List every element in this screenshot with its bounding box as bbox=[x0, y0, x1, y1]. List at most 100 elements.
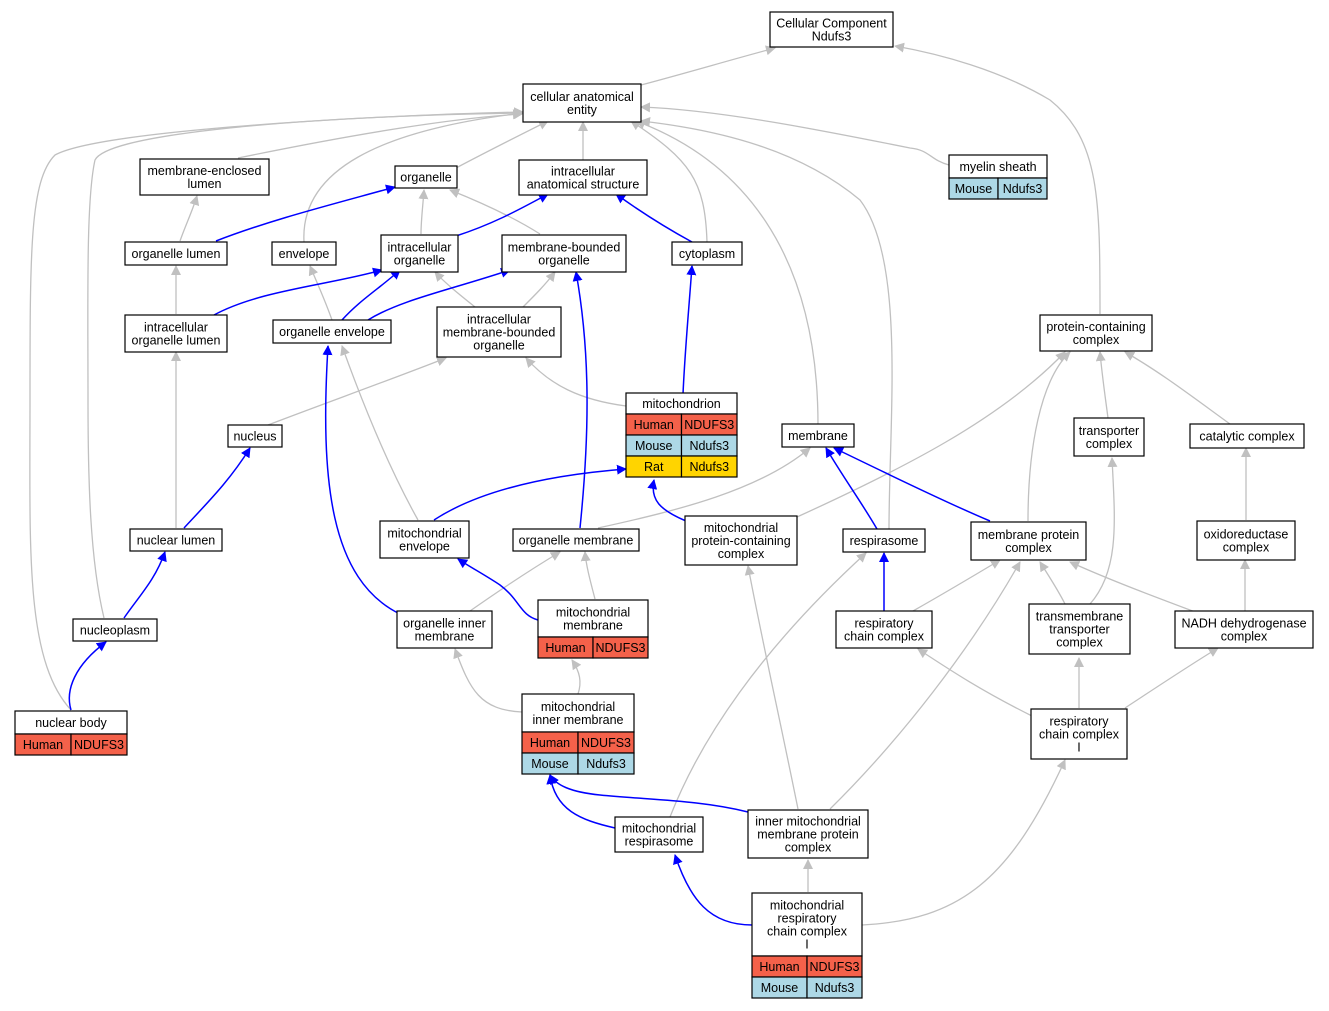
edge-mmem-omem bbox=[580, 551, 596, 600]
node-label-line: complex bbox=[1223, 541, 1270, 555]
edge-olumen-organelle bbox=[215, 184, 396, 242]
edge-omem-mbo bbox=[572, 271, 588, 529]
edge-nbody-cae bbox=[29, 107, 524, 711]
node-box bbox=[272, 319, 392, 344]
edge-iorg-ias bbox=[455, 193, 549, 237]
node-label-line: cytoplasm bbox=[679, 247, 735, 261]
node-label-line: complex bbox=[1073, 333, 1120, 347]
node-oenv[interactable]: organelle envelope bbox=[272, 319, 392, 344]
node-nucleus[interactable]: nucleus bbox=[227, 424, 283, 448]
node-label-line: membrane bbox=[415, 630, 475, 644]
node-membrane[interactable]: membrane bbox=[781, 423, 855, 448]
edge-mito-imbo bbox=[525, 357, 627, 407]
node-label-line: anatomical structure bbox=[527, 178, 640, 192]
gene-cell bbox=[806, 976, 863, 999]
node-organelle[interactable]: organelle bbox=[394, 165, 458, 189]
node-box bbox=[1030, 708, 1128, 760]
node-box bbox=[436, 306, 562, 358]
gene-cell bbox=[997, 177, 1048, 200]
gene-label: Ndufs3 bbox=[815, 981, 855, 995]
node-nucleoplasm[interactable]: nucleoplasm bbox=[72, 618, 158, 642]
edge-oenv-envelope bbox=[308, 265, 333, 321]
edge-mito-cytoplasm bbox=[682, 265, 697, 395]
node-box bbox=[512, 528, 640, 552]
node-label-line: membrane-bounded bbox=[508, 241, 621, 255]
node-label-line: membrane-bounded bbox=[443, 326, 556, 340]
node-box bbox=[522, 83, 642, 123]
node-cytoplasm[interactable]: cytoplasm bbox=[671, 241, 743, 266]
edge-mresp-respirasome bbox=[669, 552, 867, 818]
node-label-line: entity bbox=[567, 103, 598, 117]
node-label-line: intracellular bbox=[388, 241, 452, 255]
node-label-line: chain complex bbox=[844, 630, 925, 644]
node-box bbox=[671, 241, 743, 266]
edge-oim-omem bbox=[469, 551, 561, 612]
node-omem[interactable]: organelle membrane bbox=[512, 528, 640, 552]
node-label-line: protein-containing bbox=[1046, 320, 1145, 334]
node-respirasome[interactable]: respirasome bbox=[842, 528, 926, 553]
node-box bbox=[1039, 314, 1153, 352]
node-label-line: nucleus bbox=[233, 430, 276, 444]
node-label-line: membrane-enclosed bbox=[148, 164, 262, 178]
node-nlumen[interactable]: nuclear lumen bbox=[129, 528, 223, 552]
edge-rcc1-rcc bbox=[917, 648, 1033, 717]
node-label-line: mitochondrion bbox=[642, 397, 721, 411]
node-olumen[interactable]: organelle lumen bbox=[124, 241, 228, 266]
edge-nucleoplasm-nlumen bbox=[123, 551, 167, 619]
node-label-line: transporter bbox=[1049, 623, 1109, 637]
edge-mel-cae bbox=[237, 109, 523, 159]
node-label-line: NADH dehydrogenase bbox=[1181, 617, 1306, 631]
node-label-line: organelle inner bbox=[403, 617, 486, 631]
edge-mpc-membrane bbox=[833, 447, 991, 522]
node-label-line: mitochondrial bbox=[770, 899, 844, 913]
node-label-line: intracellular bbox=[144, 321, 208, 335]
node-label-line: membrane bbox=[563, 619, 623, 633]
gene-label: Ndufs3 bbox=[1003, 182, 1043, 196]
node-label-line: mitochondrial bbox=[541, 700, 615, 714]
node-box bbox=[227, 424, 283, 448]
edge-menv-mito bbox=[433, 464, 627, 521]
edge-cae-root bbox=[640, 45, 776, 86]
node-box bbox=[501, 234, 627, 273]
node-box bbox=[271, 241, 337, 266]
node-label-line: complex bbox=[785, 841, 832, 855]
node-box bbox=[1174, 610, 1314, 649]
node-label-line: nuclear body bbox=[35, 716, 107, 730]
node-envelope[interactable]: envelope bbox=[271, 241, 337, 266]
node-label-line: complex bbox=[718, 547, 765, 561]
node-label-line: protein-containing bbox=[691, 534, 790, 548]
node-catalytic[interactable]: catalytic complex bbox=[1189, 423, 1305, 449]
gene-label: Ndufs3 bbox=[586, 757, 626, 771]
node-label-line: respiratory bbox=[854, 617, 914, 631]
edge-mpcc-mito bbox=[647, 479, 687, 522]
node-box bbox=[747, 809, 869, 859]
